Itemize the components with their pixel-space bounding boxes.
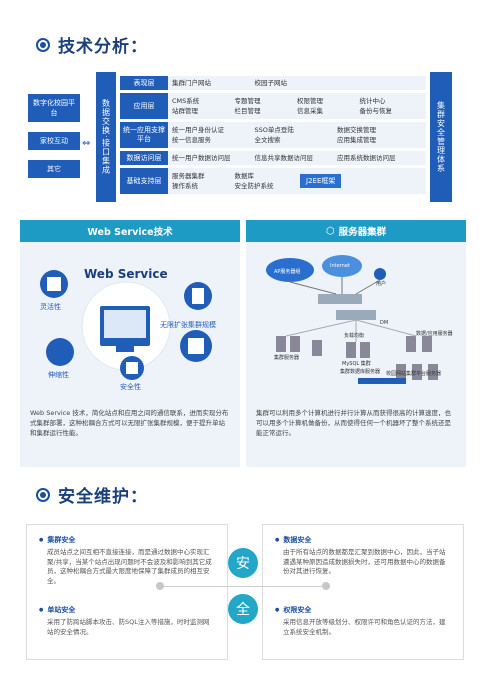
block-permission-security: 权限安全 采用信息开放等级划分、权限许可和角色认证的方法，建立系统安全机制。	[275, 605, 451, 637]
connector-dot-left	[156, 582, 164, 590]
layer-rows: 表现层 集群门户网站 校园子网站 应用层 CMS系统 专题管理 权限管理 统计中…	[120, 76, 426, 197]
label-dm: DM	[380, 320, 389, 326]
ws-description: Web Service 技术，简化站点和应用之间的通信联系，进而实现分布式集群部…	[30, 409, 229, 437]
layer-support-platform: 统一应用支撑平台 统一用户身份认证 SSO单点登陆 数据交换管理 统一信息服务 …	[120, 122, 426, 148]
panel-web-service: Web Service技术 Web Service 灵活性 无限扩张集群规模 伸…	[20, 220, 240, 467]
box-digital-campus: 数字化校园平台	[28, 94, 80, 122]
cluster-network-illustration	[266, 255, 438, 384]
label-internet: Internet	[330, 263, 350, 269]
j2ee-badge: J2EE框架	[300, 174, 342, 188]
label-mysql-cluster: MySQL 集群	[342, 361, 371, 367]
double-arrow-icon: ⇔	[82, 138, 91, 149]
layer-presentation: 表现层 集群门户网站 校园子网站	[120, 76, 426, 90]
block-single-site-security: 单站安全 采用了防跨站脚本攻击、防SQL注入等措施，时时监测网站的安全情况。	[39, 605, 215, 637]
cluster-description: 集群可以利用多个计算机进行并行计算从而获得很高的计算速度，也可以用多个计算机做备…	[256, 409, 451, 437]
layer-application: 应用层 CMS系统 专题管理 权限管理 统计中心 站群管理 栏目管理 信息采集 …	[120, 93, 426, 119]
box-home-school: 家校互动	[28, 132, 80, 150]
label-unlimited-scale: 无限扩张集群规模	[160, 321, 216, 329]
left-systems: 数字化校园平台 家校互动 其它	[28, 94, 80, 188]
box-other: 其它	[28, 160, 80, 178]
section-title-security: 安全维护：	[36, 482, 148, 507]
label-cluster-db: 集群数据库服务器	[340, 369, 381, 375]
bar-security-system: 集群安全管理体系	[430, 72, 452, 202]
panel-server-cluster: ⬡ 服务器集群 AP服务器组 Internet 用户 DM 负载均衡 数据/应用…	[246, 220, 466, 467]
label-user: 用户	[376, 281, 387, 287]
security-box-right: 数据安全 由于所有站点的数据都是汇聚到数据中心，因此，当子站遭遇某种原因造成数据…	[262, 524, 464, 660]
label-ap-servers: AP服务器组	[274, 269, 301, 275]
architecture-diagram: 数字化校园平台 家校互动 其它 ⇔ 数据交换·接口集成 表现层 集群门户网站 校…	[28, 72, 460, 202]
center-char-an: 安	[228, 548, 258, 578]
panel-header: Web Service技术	[20, 220, 240, 242]
panel-header: ⬡ 服务器集群	[246, 220, 466, 242]
label-security: 安全性	[120, 383, 141, 391]
section-title-analysis: 技术分析：	[36, 32, 148, 57]
layer-data-access: 数据访问层 统一用户数据访问层 信息共享数据访问层 应用系统数据访问层	[120, 151, 426, 165]
web-service-illustration	[40, 270, 212, 380]
block-cluster-security: 集群安全 成员站点之间互相不直接连接，而是通过数据中心实现汇聚/共享，当某个站点…	[39, 535, 215, 586]
block-data-security: 数据安全 由于所有站点的数据都是汇聚到数据中心，因此，当子站遭遇某种原因造成数据…	[275, 535, 451, 577]
label-load-balance: 负载均衡	[344, 333, 365, 339]
connector-line	[160, 586, 327, 587]
cube-icon: ⬡	[325, 225, 335, 237]
security-box-left: 集群安全 成员站点之间互相不直接连接，而是通过数据中心实现汇聚/共享，当某个站点…	[26, 524, 228, 660]
center-char-quan: 全	[228, 594, 258, 624]
label-scalability: 伸缩性	[48, 371, 69, 379]
ws-center-label: Web Service	[84, 267, 168, 281]
label-platform-server: 校园网站集群平台服务器	[386, 371, 442, 377]
bullet-circle-icon	[36, 37, 50, 52]
label-data-app-server: 数据/应用服务器	[416, 331, 453, 337]
layer-infrastructure: 基础支持层 服务器集群 数据库 操作系统 安全防护系统 J2EE框架	[120, 168, 426, 194]
bullet-circle-icon	[36, 487, 50, 502]
bar-data-exchange: 数据交换·接口集成	[96, 72, 116, 202]
label-flexibility: 灵活性	[40, 303, 61, 311]
label-cluster-server: 集群服务器	[274, 355, 300, 361]
connector-dot-right	[322, 582, 330, 590]
